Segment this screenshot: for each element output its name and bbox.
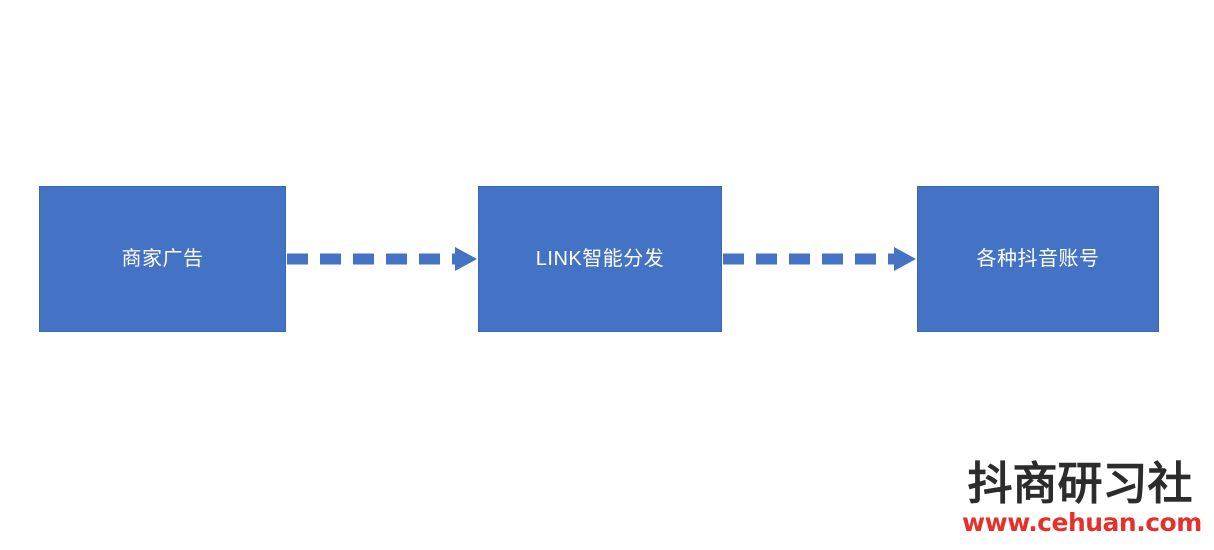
node-merchant-ad[interactable]: 商家广告 xyxy=(39,186,286,332)
watermark: 抖商研习社 www.cehuan.com xyxy=(962,457,1202,537)
connector-2-arrowhead xyxy=(894,247,916,271)
watermark-url-text: www.cehuan.com xyxy=(962,508,1202,537)
watermark-brand-text: 抖商研习社 xyxy=(967,457,1193,510)
node-link-smart-distribution-label: LINK智能分发 xyxy=(535,248,665,270)
connector-merchant-to-link xyxy=(287,247,477,271)
node-douyin-accounts[interactable]: 各种抖音账号 xyxy=(917,186,1159,332)
node-link-smart-distribution[interactable]: LINK智能分发 xyxy=(478,186,722,332)
node-douyin-accounts-label: 各种抖音账号 xyxy=(976,248,1100,270)
connector-link-to-accounts xyxy=(723,247,916,271)
connector-1-arrowhead xyxy=(455,247,477,271)
node-merchant-ad-label: 商家广告 xyxy=(121,248,204,270)
